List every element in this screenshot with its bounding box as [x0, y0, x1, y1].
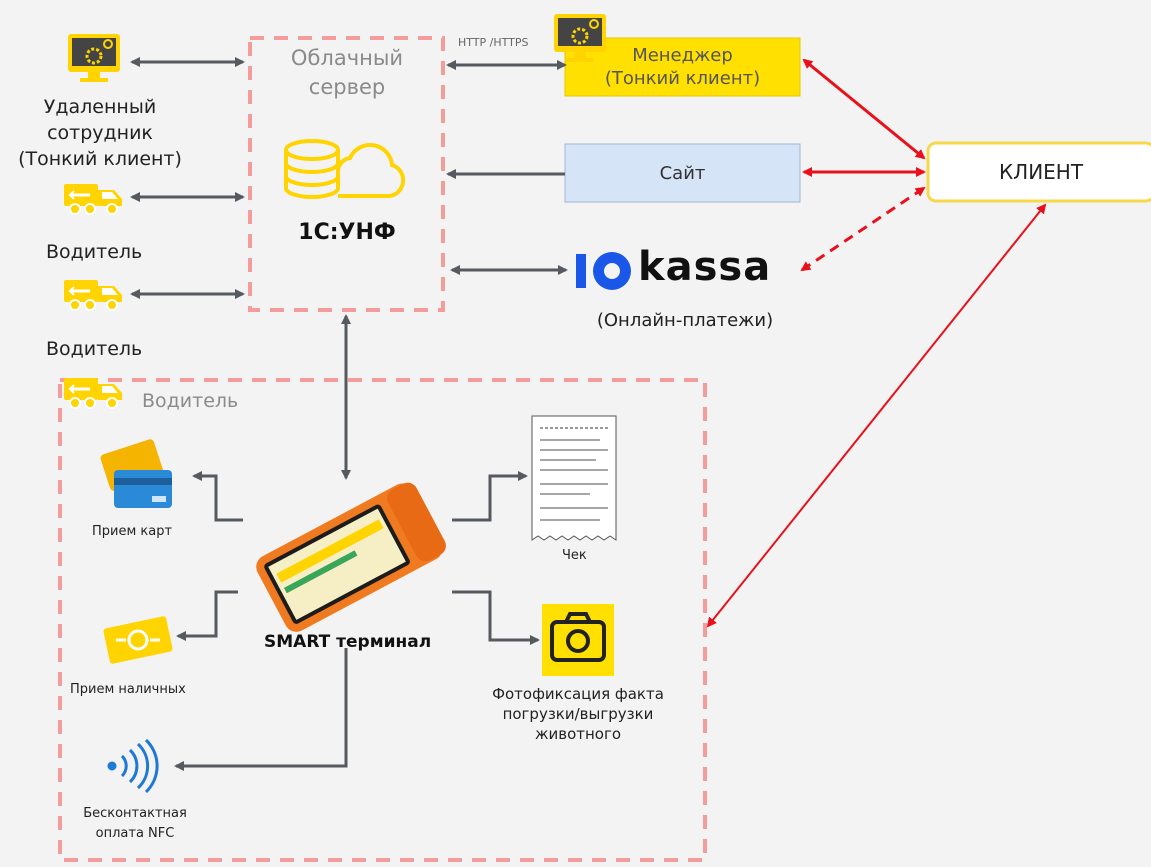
- remote-employee-line1: Удаленный: [43, 96, 157, 118]
- pos-terminal-icon: [256, 482, 446, 632]
- cash-icon: [103, 616, 173, 664]
- protocol-label: HTTP /HTTPS: [458, 36, 529, 49]
- camera-icon: [542, 604, 614, 676]
- card-payment-label: Прием карт: [92, 524, 173, 539]
- manager-label: Менеджер (Тонкий клиент): [565, 38, 800, 96]
- arrow-kassa-client: [800, 186, 926, 272]
- arrow-terminal-to-cash: [176, 590, 238, 641]
- arrow-terminal-to-cards: [192, 471, 243, 522]
- photo-line1: Фотофиксация факта: [492, 685, 664, 703]
- photo-label: Фотофиксация факта погрузки/выгрузки жив…: [470, 684, 686, 744]
- remote-employee-label: Удаленный сотрудник (Тонкий клиент): [0, 94, 200, 172]
- truck-icon: [62, 278, 124, 312]
- cloud-server-title-line2: сервер: [308, 75, 386, 99]
- database-cloud-icon: [284, 139, 406, 199]
- product-name: 1С:УНФ: [298, 220, 396, 245]
- kassa-caption: (Онлайн-платежи): [596, 310, 774, 331]
- driver-label-2: Водитель: [46, 338, 143, 360]
- site-box: [564, 143, 801, 203]
- client-label: КЛИЕНТ: [998, 160, 1084, 184]
- nfc-icon: [107, 738, 159, 794]
- truck-icon: [62, 182, 124, 216]
- manager-line1: Менеджер: [632, 45, 733, 66]
- nfc-payment-label: Бесконтактная оплата NFC: [60, 804, 210, 844]
- nfc-payment-line2: оплата NFC: [95, 826, 175, 841]
- receipt-icon: [531, 415, 617, 541]
- cash-payment-label: Прием наличных: [70, 682, 186, 697]
- receipt-label: Чек: [562, 548, 587, 563]
- monitor-gear-icon: [66, 32, 122, 84]
- credit-cards-icon: [100, 439, 172, 508]
- cloud-server-title: Облачный сервер: [262, 44, 432, 102]
- driver-zone-container: [58, 378, 707, 862]
- remote-employee-line2: сотрудник: [47, 122, 153, 144]
- manager-line2: (Тонкий клиент): [604, 68, 761, 89]
- nfc-payment-line1: Бесконтактная: [83, 806, 187, 821]
- site-label: Сайт: [659, 162, 706, 184]
- cloud-server-title-line1: Облачный: [290, 46, 404, 70]
- driver-label-3: Водитель: [142, 390, 239, 412]
- arrow-manager-client: [802, 58, 926, 160]
- arrow-terminal-to-camera: [452, 590, 540, 645]
- photo-line3: животного: [534, 725, 622, 743]
- driver-label-1: Водитель: [46, 241, 143, 263]
- client-box: [926, 141, 1151, 203]
- arrow-terminal-zone-client: [706, 203, 1047, 628]
- photo-line2: погрузки/выгрузки: [502, 705, 654, 723]
- remote-employee-line3: (Тонкий клиент): [18, 148, 182, 170]
- arrow-terminal-to-nfc: [174, 648, 348, 771]
- truck-icon: [62, 376, 124, 410]
- yookassa-logo-icon: [576, 252, 631, 290]
- cloud-server-container: [248, 36, 445, 312]
- arrow-terminal-to-receipt: [452, 471, 528, 522]
- kassa-logo-text: kassa: [638, 244, 772, 290]
- terminal-label: SMART терминал: [264, 632, 432, 652]
